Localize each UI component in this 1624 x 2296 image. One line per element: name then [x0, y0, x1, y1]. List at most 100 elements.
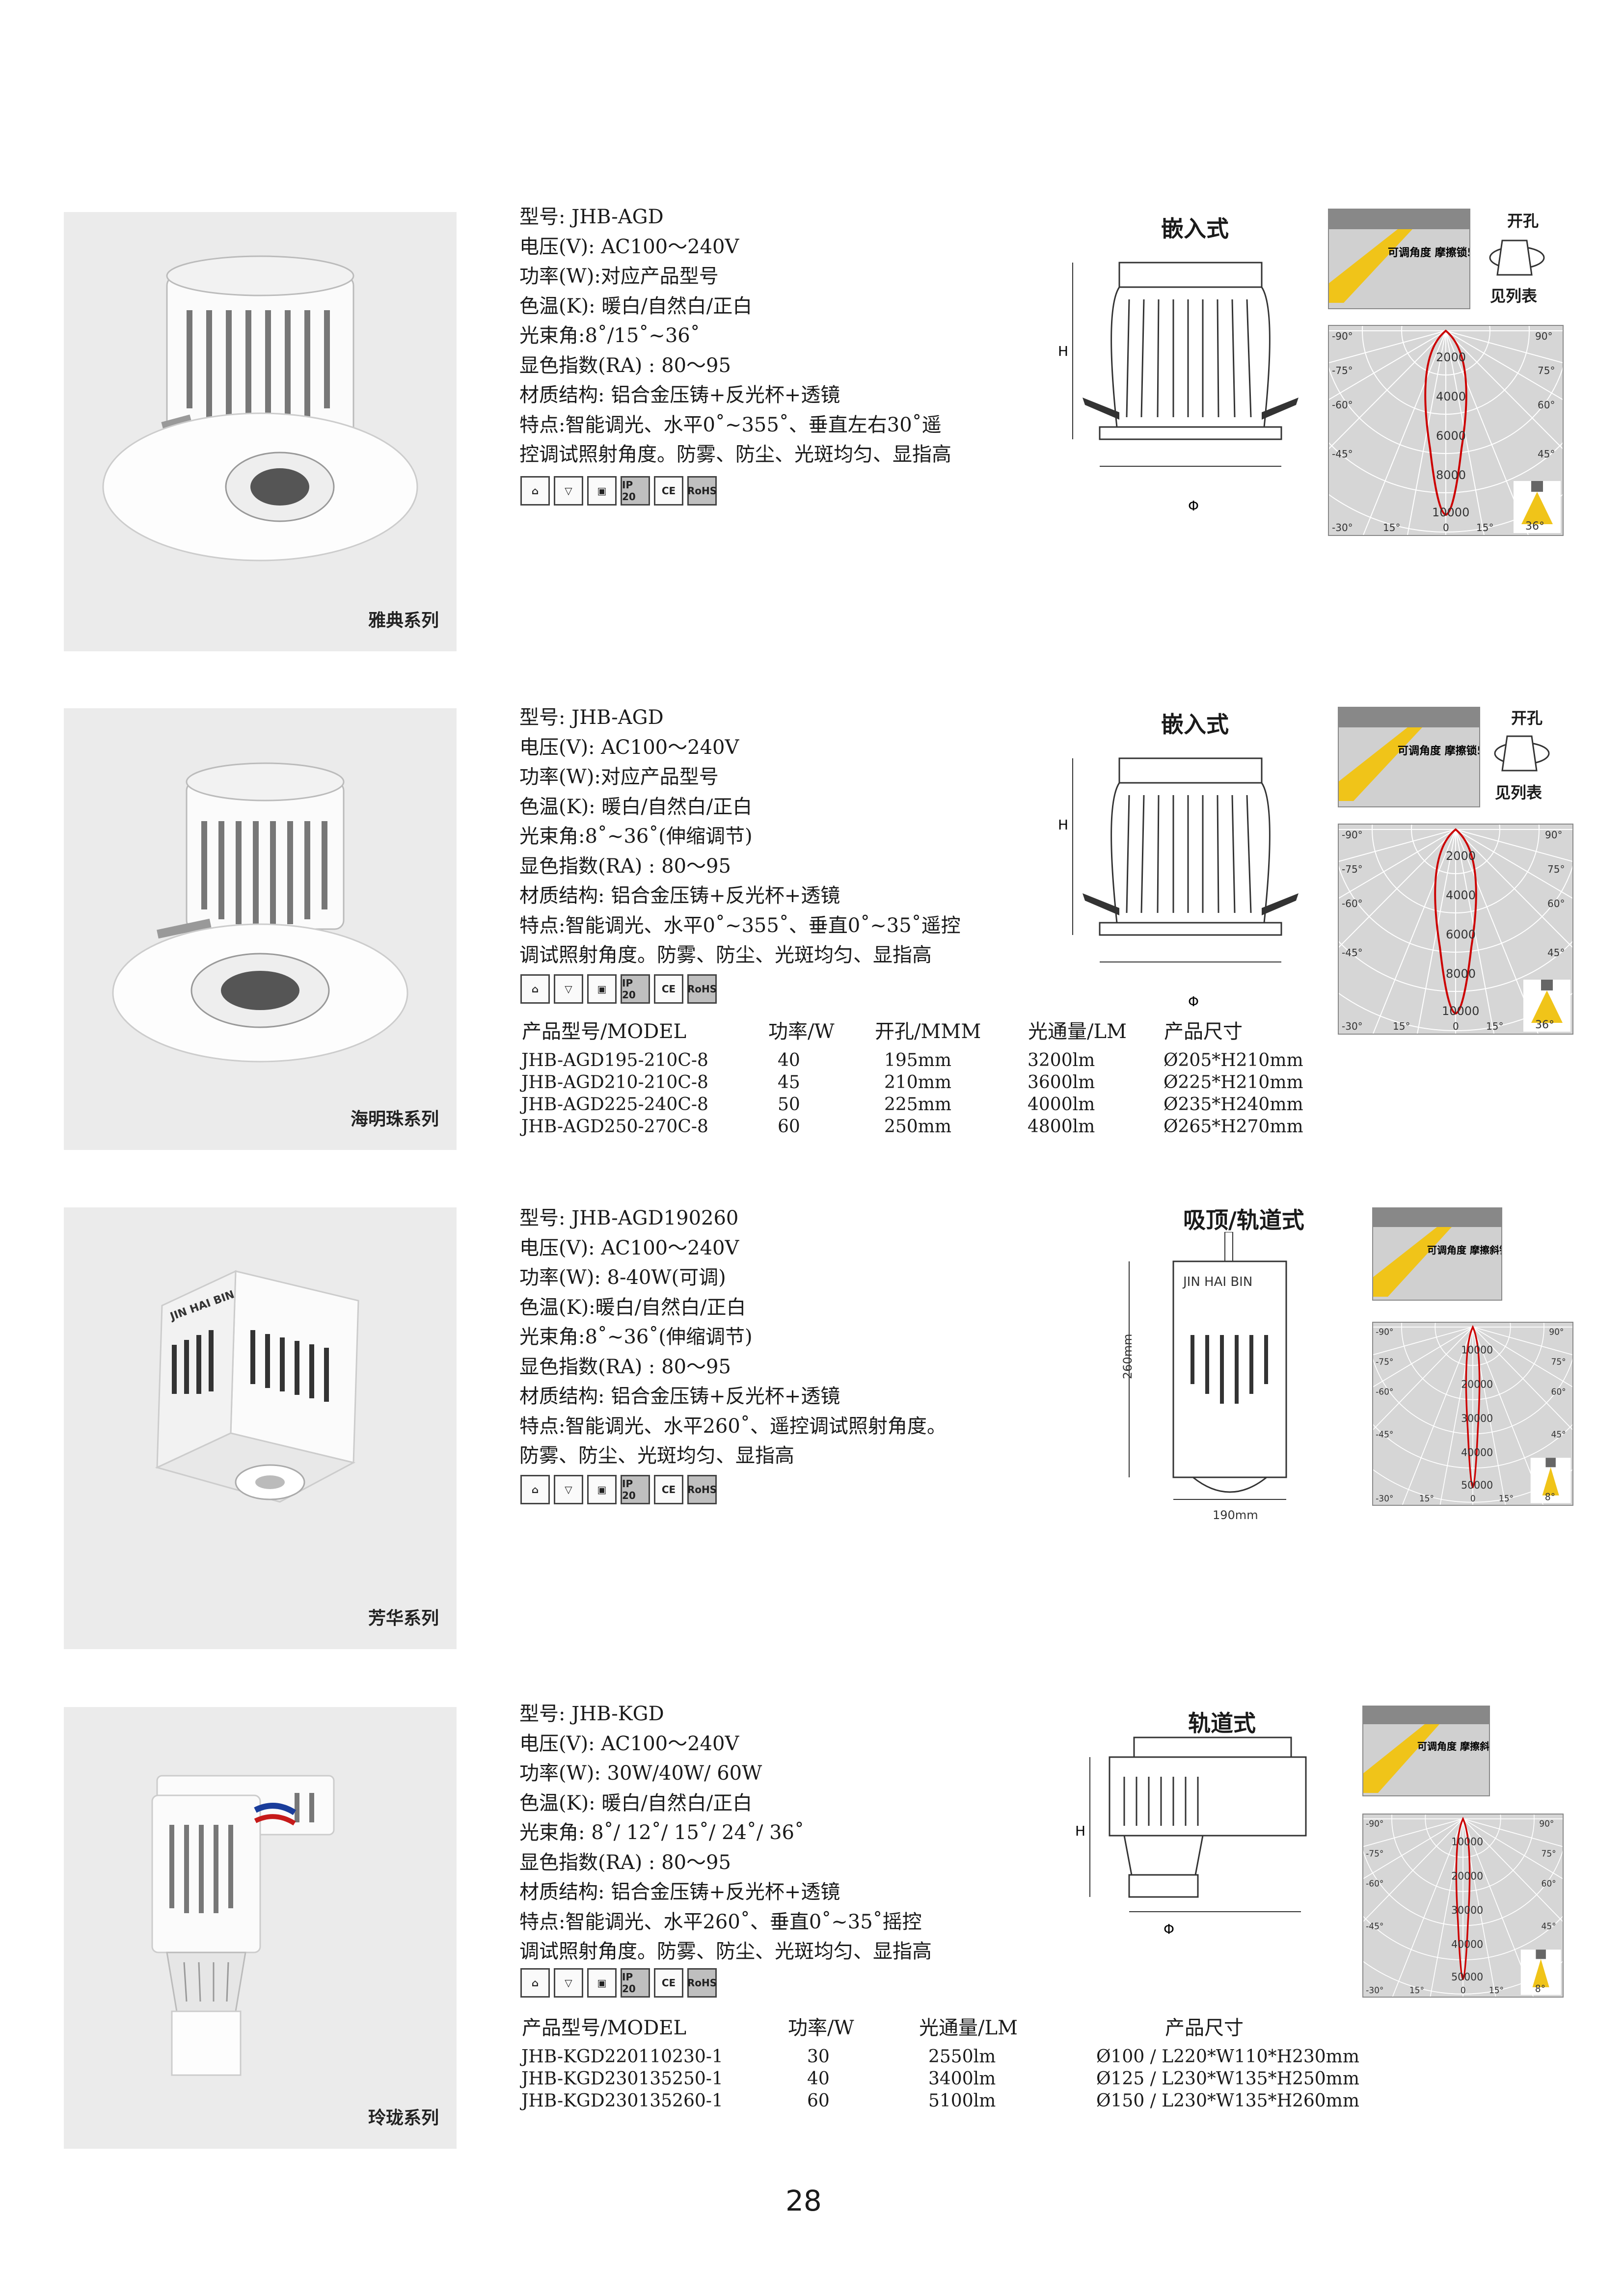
angle-label: -60°: [1342, 898, 1363, 909]
cell-lumen: 3400lm: [928, 2069, 996, 2089]
series-name: 海明珠系列: [350, 1109, 439, 1129]
mount-type: 轨道式: [1188, 1710, 1256, 1736]
ce-icon: CE: [654, 1968, 683, 1998]
beam-angle-label: 8°: [1535, 1983, 1545, 1994]
spec-list: 型号: JHB-AGD 电压(V): AC100～240V 功率(W):对应产品…: [519, 202, 951, 470]
spec-feature-2: 调试照射角度。防雾、防尘、光斑均匀、显指高: [519, 1940, 932, 1963]
cell-lumen: 2550lm: [928, 2047, 996, 2067]
cell-size: Ø125 / L230*W135*H250mm: [1096, 2069, 1359, 2089]
diameter-label: Φ: [1164, 1921, 1174, 1937]
height-label: H: [1058, 817, 1068, 833]
spec-cri: 显色指数(RA) : 80～95: [519, 1851, 731, 1874]
ce-icon: CE: [654, 476, 683, 506]
beam-text: 可调角度 摩擦锁5°: [1388, 246, 1469, 259]
ip20-icon: IP 20: [621, 974, 650, 1004]
class-ii-icon: ▣: [587, 974, 617, 1004]
downlight-illustration: [102, 255, 418, 561]
angle-label: 45°: [1538, 448, 1555, 460]
polar-distribution-chart: 10000 20000 30000 40000 50000 -90° -75° …: [1291, 1643, 1624, 1998]
spec-model: 型号: JHB-AGD190260: [519, 1207, 739, 1229]
col-size: 产品尺寸: [1164, 1020, 1243, 1043]
spec-beam-angle: 光束角:8˚/15˚~36˚: [519, 324, 700, 347]
angle-label: 60°: [1547, 898, 1565, 909]
angle-label: -75°: [1342, 863, 1363, 875]
spec-power: 功率(W):对应产品型号: [519, 265, 719, 288]
product-photo: JIN HAI BIN 芳华系列: [64, 1207, 457, 1649]
spec-beam-angle: 光束角:8˚~36˚(伸缩调节): [519, 1326, 753, 1348]
beam-angle-label: 8°: [1545, 1492, 1555, 1502]
spec-material: 材质结构: 铝合金压铸+反光杯+透镜: [519, 884, 840, 907]
rohs-icon: RoHS: [687, 1968, 717, 1998]
angle-label: -45°: [1366, 1922, 1383, 1931]
open-hole-icon: [1489, 240, 1545, 276]
cell-model: JHB-AGD225-240C-8: [521, 1095, 708, 1115]
open-hole-icon: [1494, 735, 1550, 772]
fixture-icon: ▽: [554, 1475, 583, 1504]
indoor-icon: ⌂: [520, 476, 550, 506]
col-lumen: 光通量/LM: [1028, 1020, 1127, 1043]
angle-label: 60°: [1542, 1879, 1556, 1889]
series-name: 芳华系列: [368, 1608, 439, 1629]
spec-power: 功率(W):对应产品型号: [519, 766, 719, 788]
polar-scale-1: 2000: [1436, 350, 1466, 364]
spec-list: 型号: JHB-KGD 电压(V): AC100～240V 功率(W): 30W…: [519, 1699, 932, 1967]
spec-beam-angle: 光束角:8˚~36˚(伸缩调节): [519, 825, 753, 848]
angle-label: -45°: [1376, 1430, 1393, 1440]
beam-text: 可调角度 摩擦锁5°: [1398, 745, 1479, 757]
spec-feature-1: 特点:智能调光、水平0˚~355˚、垂直0˚~35˚遥控: [519, 914, 961, 937]
height-label: H: [1075, 1823, 1085, 1839]
polar-scale-3: 30000: [1451, 1904, 1483, 1916]
polar-scale-4: 40000: [1451, 1939, 1483, 1950]
polar-scale-4: 8000: [1446, 967, 1476, 981]
certification-icons: ⌂ ▽ ▣ IP 20 CE RoHS: [520, 974, 717, 1004]
polar-scale-3: 30000: [1461, 1413, 1493, 1424]
rohs-icon: RoHS: [687, 1475, 717, 1504]
polar-scale-3: 6000: [1436, 429, 1466, 443]
spec-color-temp: 色温(K):暖白/自然白/正白: [519, 1296, 746, 1319]
col-model: 产品型号/MODEL: [522, 2017, 687, 2039]
table-row: JHB-KGD230135260-1 60 5100lm Ø150 / L230…: [521, 2090, 1359, 2112]
polar-scale-2: 4000: [1446, 888, 1476, 902]
angle-label: -30°: [1376, 1494, 1393, 1504]
angle-label: -45°: [1332, 448, 1353, 460]
angle-label: 60°: [1551, 1387, 1566, 1397]
height-label: H: [1058, 343, 1068, 359]
polar-scale-2: 20000: [1461, 1378, 1493, 1390]
indoor-icon: ⌂: [520, 1968, 550, 1998]
spec-cri: 显色指数(RA) : 80～95: [519, 354, 731, 377]
mount-type: 嵌入式: [1161, 215, 1229, 242]
cell-power: 30: [807, 2047, 830, 2067]
spec-color-temp: 色温(K): 暖白/自然白/正白: [519, 795, 753, 818]
angle-label: -60°: [1366, 1879, 1383, 1889]
spec-color-temp: 色温(K): 暖白/自然白/正白: [519, 294, 753, 318]
spec-feature-1: 特点:智能调光、水平260˚、垂直0˚~35˚摇控: [519, 1910, 922, 1933]
model-table: 产品型号/MODEL 功率/W 光通量/LM 产品尺寸 JHB-KGD22011…: [521, 2011, 1359, 2112]
cell-size: Ø100 / L220*W110*H230mm: [1096, 2047, 1359, 2067]
see-list-label: 见列表: [1495, 783, 1543, 802]
angle-label: -90°: [1332, 330, 1353, 342]
angle-label: -90°: [1376, 1327, 1393, 1337]
spec-material: 材质结构: 铝合金压铸+反光杯+透镜: [519, 384, 840, 406]
table-row: JHB-KGD220110230-1 30 2550lm Ø100 / L220…: [521, 2046, 1359, 2068]
cell-lumen: 5100lm: [928, 2091, 996, 2111]
cell-model: JHB-KGD230135260-1: [521, 2091, 723, 2111]
class-ii-icon: ▣: [587, 1968, 617, 1998]
polar-distribution-chart: 2000 4000 6000 8000 10000 -90° -75° -60°…: [1254, 628, 1624, 1035]
table-row: JHB-AGD210-210C-8 45 210mm 3600lm Ø225*H…: [521, 1071, 1303, 1094]
cell-power: 50: [778, 1095, 800, 1115]
angle-label: 75°: [1538, 365, 1555, 376]
dimension-drawing: H Φ: [1058, 757, 1299, 1010]
angle-label: -90°: [1366, 1819, 1383, 1829]
spec-material: 材质结构: 铝合金压铸+反光杯+透镜: [519, 1385, 840, 1408]
polar-scale-1: 10000: [1461, 1344, 1493, 1356]
beam-text: 可调角度 摩擦斜锁°: [1427, 1244, 1501, 1256]
spec-list: 型号: JHB-AGD 电压(V): AC100～240V 功率(W):对应产品…: [519, 703, 961, 970]
series-name: 玲珑系列: [368, 2108, 439, 2128]
cell-hole: 250mm: [884, 1117, 951, 1137]
spec-cri: 显色指数(RA) : 80～95: [519, 854, 731, 878]
table-row: JHB-KGD230135250-1 40 3400lm Ø125 / L230…: [521, 2068, 1359, 2090]
class-ii-icon: ▣: [587, 476, 617, 506]
table-row: JHB-AGD225-240C-8 50 225mm 4000lm Ø235*H…: [521, 1094, 1303, 1116]
col-size: 产品尺寸: [1165, 2017, 1244, 2039]
angle-label: 15°: [1409, 1986, 1424, 1996]
